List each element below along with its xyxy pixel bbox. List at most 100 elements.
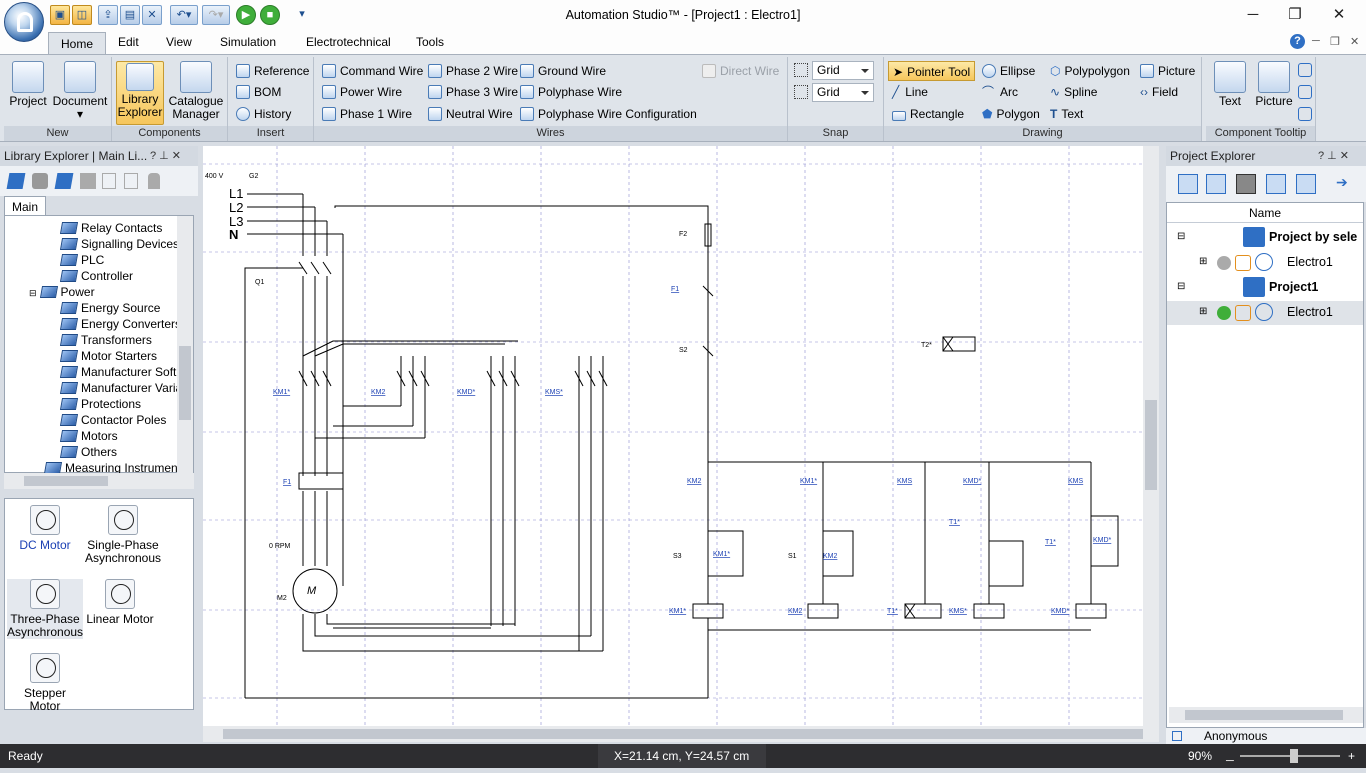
ctrl-c5[interactable]: KMS <box>1068 478 1084 485</box>
mdi-minimize-icon[interactable]: ─ <box>1312 35 1320 47</box>
tree-item-plc[interactable]: PLC <box>59 252 104 268</box>
rectangle-button[interactable]: Rectangle <box>892 104 964 124</box>
collapse-icon[interactable]: ⊟ <box>1177 281 1186 292</box>
canvas-hscroll[interactable] <box>203 726 1159 742</box>
mdi-restore-icon[interactable]: ❐ <box>1330 36 1340 48</box>
link-icon[interactable] <box>1298 63 1312 77</box>
qat-run-icon[interactable]: ▶ <box>236 5 256 25</box>
library-view-icon[interactable] <box>6 173 26 189</box>
ref-km2[interactable]: KM2 <box>371 389 386 396</box>
help-icon[interactable]: ? <box>1290 34 1305 49</box>
canvas-vscroll[interactable] <box>1143 146 1159 726</box>
pointer-tool-button[interactable]: ➤Pointer Tool <box>888 61 976 81</box>
bom-button[interactable]: BOM <box>236 82 281 102</box>
ref-f1-control[interactable]: F1 <box>671 286 679 293</box>
link2-icon[interactable] <box>1298 85 1312 99</box>
coil-t1[interactable]: T1* <box>887 608 898 615</box>
ctrl-kmd-aux[interactable]: KMD* <box>1093 537 1112 544</box>
column-name-header[interactable]: Name <box>1167 203 1363 223</box>
tree-item-controller[interactable]: Controller <box>59 268 133 284</box>
coil-kms[interactable]: KMS* <box>949 608 967 615</box>
ctrl-km1-aux[interactable]: KM1* <box>713 551 730 558</box>
tree-item-motor-starters[interactable]: Motor Starters <box>59 348 157 364</box>
project-save-icon[interactable] <box>1236 174 1256 194</box>
ctrl-c1[interactable]: KM2 <box>687 478 702 485</box>
schematic-canvas[interactable]: 400 V G2 L1 L2 L3 N Q1 KM1* KM2 KMD <box>203 146 1143 726</box>
qat-stop-icon[interactable]: ■ <box>260 5 280 25</box>
component-three-phase[interactable]: Three-Phase Asynchronous <box>7 579 83 639</box>
ref-f1[interactable]: F1 <box>283 479 291 486</box>
link3-icon[interactable] <box>1298 107 1312 121</box>
snap-combo-1[interactable]: Grid <box>812 61 874 80</box>
qat-undo-icon[interactable]: ↶▾ <box>170 5 198 25</box>
neutral-wire-button[interactable]: Neutral Wire <box>428 104 513 124</box>
zoom-out-icon[interactable]: ─ <box>1226 755 1234 767</box>
tree-item-contactor-poles[interactable]: Contactor Poles <box>59 412 166 428</box>
tab-view[interactable]: View <box>166 35 192 49</box>
component-single-phase[interactable]: Single-Phase Asynchronous <box>81 505 165 565</box>
project-close-icon[interactable] <box>1296 174 1316 194</box>
library-tree2-icon[interactable] <box>124 173 138 189</box>
ellipse-button[interactable]: Ellipse <box>982 61 1035 81</box>
mdi-close-icon[interactable]: ✕ <box>1350 36 1360 48</box>
library-tree-scrollbar[interactable] <box>177 216 193 474</box>
project-properties-icon[interactable] <box>1266 174 1286 194</box>
coil-km2[interactable]: KM2 <box>788 608 803 615</box>
zoom-in-icon[interactable]: + <box>1348 749 1356 763</box>
command-wire-button[interactable]: Command Wire <box>322 61 423 81</box>
collapse-icon[interactable]: ⊟ <box>29 288 37 298</box>
tree-item-relay-contacts[interactable]: Relay Contacts <box>59 220 162 236</box>
tab-tools[interactable]: Tools <box>416 35 445 49</box>
ctrl-km2-aux[interactable]: KM2 <box>823 553 838 560</box>
snap-combo-2[interactable]: Grid <box>812 83 874 102</box>
field-button[interactable]: ‹›Field <box>1140 85 1179 99</box>
scroll-thumb[interactable] <box>223 729 1143 739</box>
qat-catalogue-icon[interactable]: ◫ <box>72 5 92 25</box>
tree-item-measuring[interactable]: Measuring Instruments <box>43 460 187 476</box>
ctrl-c4[interactable]: KMD* <box>963 478 982 485</box>
ref-km1[interactable]: KM1* <box>273 389 290 396</box>
close-button[interactable]: ✕ <box>1332 6 1346 23</box>
arc-button[interactable]: ⌒Arc <box>982 85 1019 99</box>
collapse-icon[interactable]: ⊟ <box>1177 231 1186 242</box>
project-open-icon[interactable] <box>1206 174 1226 194</box>
tree-item-signalling[interactable]: Signalling Devices <box>59 236 179 252</box>
history-button[interactable]: History <box>236 104 291 124</box>
project-button[interactable]: Project <box>8 61 48 108</box>
qat-open-icon[interactable]: ⇪ <box>98 5 118 25</box>
library-tree-icon[interactable] <box>102 173 116 189</box>
tree-item-transformers[interactable]: Transformers <box>59 332 152 348</box>
tree-item-manufacturer-soft[interactable]: Manufacturer Soft S <box>59 364 188 380</box>
picture-tool-button[interactable]: Picture <box>1140 61 1195 81</box>
qat-redo-icon[interactable]: ↷▾ <box>202 5 230 25</box>
document-button[interactable]: Document▾ <box>52 61 108 121</box>
project-item-project1[interactable]: Project1 <box>1269 280 1319 294</box>
tab-simulation[interactable]: Simulation <box>220 35 277 49</box>
library-tab-main[interactable]: Main <box>4 196 46 216</box>
ctrl-c3[interactable]: KMS <box>897 478 913 485</box>
ref-t1-b[interactable]: T1* <box>1045 539 1056 546</box>
tree-item-energy-source[interactable]: Energy Source <box>59 300 160 316</box>
tab-electrotechnical[interactable]: Electrotechnical <box>306 35 391 49</box>
phase1-wire-button[interactable]: Phase 1 Wire <box>322 104 412 124</box>
spline-button[interactable]: ∿Spline <box>1050 85 1098 99</box>
tooltip-text-button[interactable]: Text <box>1210 61 1250 108</box>
maximize-button[interactable]: ❐ <box>1288 6 1302 23</box>
lock-icon[interactable] <box>148 173 160 189</box>
library-hscroll[interactable] <box>4 473 194 489</box>
coil-km1[interactable]: KM1* <box>669 608 686 615</box>
expand-icon[interactable]: ⊞ <box>1199 256 1208 267</box>
coil-kmd[interactable]: KMD* <box>1051 608 1070 615</box>
power-wire-button[interactable]: Power Wire <box>322 82 402 102</box>
minimize-button[interactable]: ─ <box>1247 6 1259 23</box>
ref-kms[interactable]: KMS* <box>545 389 563 396</box>
tree-item-protections[interactable]: Protections <box>59 396 141 412</box>
scroll-thumb[interactable] <box>179 346 191 420</box>
reference-button[interactable]: Reference <box>236 61 309 81</box>
direct-wire-button[interactable]: Direct Wire <box>702 61 779 81</box>
expand-icon[interactable]: ⊞ <box>1199 306 1208 317</box>
polyphase-config-button[interactable]: Polyphase Wire Configuration <box>520 104 697 124</box>
tree-item-power[interactable]: ⊟Power <box>29 285 95 299</box>
scroll-thumb[interactable] <box>24 476 108 486</box>
